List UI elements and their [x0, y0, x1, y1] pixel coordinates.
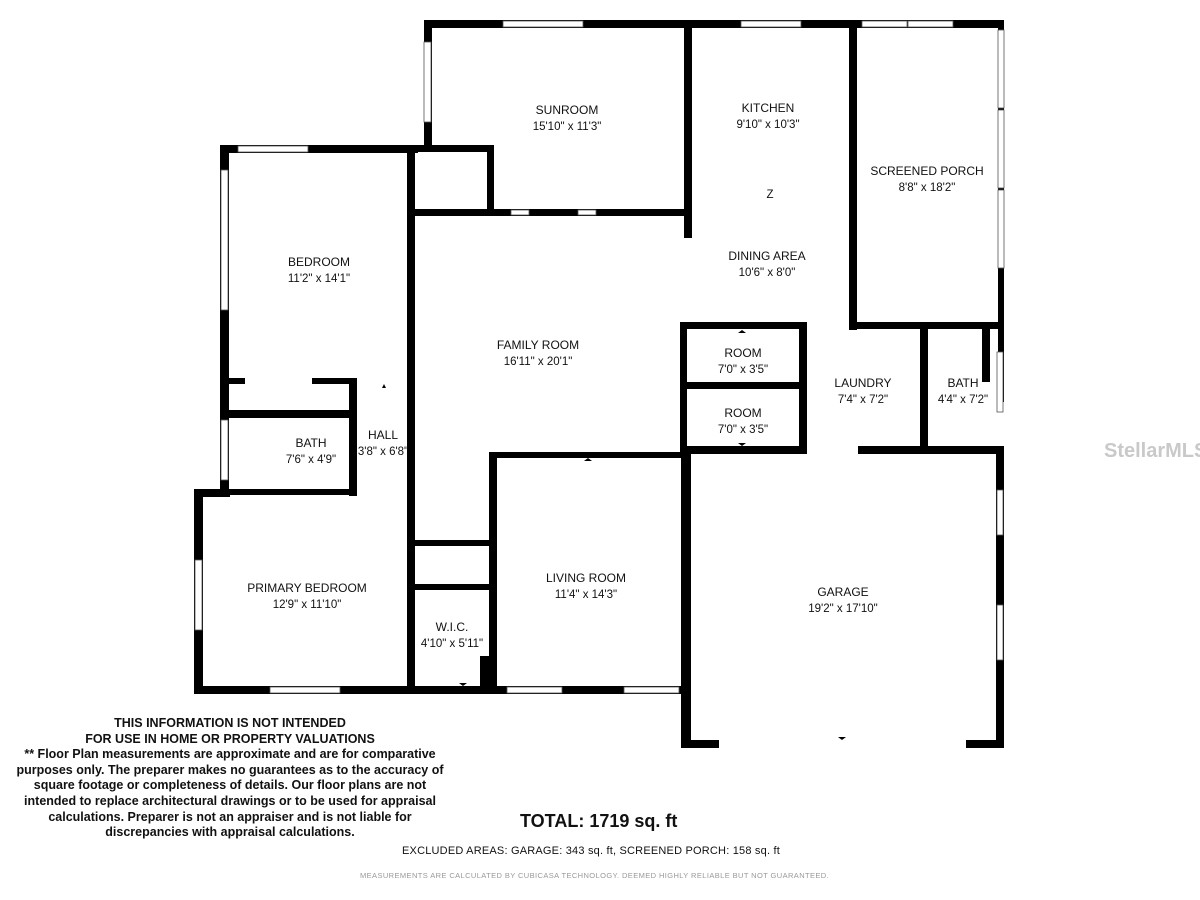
- room-name: KITCHEN: [742, 101, 795, 115]
- room-family-room: FAMILY ROOM 16'11" x 20'1": [497, 338, 579, 368]
- room-name: LIVING ROOM: [546, 571, 626, 585]
- room-dims: 19'2" x 17'10": [808, 603, 877, 615]
- kitchen-mark: Z: [766, 189, 773, 201]
- room-name: BEDROOM: [288, 255, 350, 269]
- room-name: W.I.C.: [436, 620, 469, 634]
- room-dims: 7'4" x 7'2": [838, 394, 888, 406]
- windows: [194, 20, 1005, 694]
- room-laundry: LAUNDRY 7'4" x 7'2": [834, 376, 891, 406]
- excluded-areas: EXCLUDED AREAS: GARAGE: 343 sq. ft, SCRE…: [402, 845, 780, 857]
- room-dims: 15'10" x 11'3": [533, 121, 602, 133]
- disclaimer: THIS INFORMATION IS NOT INTENDED FOR USE…: [14, 716, 446, 841]
- disclaimer-body: ** Floor Plan measurements are approxima…: [16, 747, 444, 840]
- room-dims: 11'4" x 14'3": [555, 589, 617, 601]
- room-name: PRIMARY BEDROOM: [247, 581, 367, 595]
- room-name: GARAGE: [817, 585, 868, 599]
- room-dims: 16'11" x 20'1": [504, 356, 573, 368]
- room-dims: 9'10" x 10'3": [736, 119, 799, 131]
- room-name: ROOM: [724, 346, 761, 360]
- door-ticks: [286, 322, 846, 740]
- room-dims: 8'8" x 18'2": [899, 182, 956, 194]
- room-dims: 11'2" x 14'1": [288, 273, 350, 285]
- room-hall: HALL 3'8" x 6'8": [358, 428, 408, 458]
- room-dims: 3'8" x 6'8": [358, 446, 408, 458]
- room-living-room: LIVING ROOM 11'4" x 14'3": [546, 571, 626, 601]
- room-screened-porch: SCREENED PORCH 8'8" x 18'2": [870, 164, 983, 194]
- room-kitchen: KITCHEN 9'10" x 10'3" Z: [736, 101, 799, 201]
- room-dims: 12'9" x 11'10": [273, 599, 342, 611]
- room-name: DINING AREA: [728, 249, 805, 263]
- disclaimer-line-2: FOR USE IN HOME OR PROPERTY VALUATIONS: [85, 731, 375, 746]
- fine-print: MEASUREMENTS ARE CALCULATED BY CUBICASA …: [360, 871, 830, 880]
- room-name: BATH: [947, 376, 978, 390]
- watermark: StellarMLS: [1104, 440, 1200, 462]
- room-bedroom: BEDROOM 11'2" x 14'1": [288, 255, 350, 285]
- room-garage: GARAGE 19'2" x 17'10": [808, 585, 877, 615]
- room-name: HALL: [368, 428, 398, 442]
- room-sunroom: SUNROOM 15'10" x 11'3": [533, 103, 602, 133]
- room-name: LAUNDRY: [834, 376, 891, 390]
- room-wic: W.I.C. 4'10" x 5'11": [421, 620, 483, 650]
- room-lower: ROOM 7'0" x 3'5": [718, 406, 768, 436]
- room-dims: 7'0" x 3'5": [718, 424, 768, 436]
- room-name: SUNROOM: [536, 103, 599, 117]
- room-name: ROOM: [724, 406, 761, 420]
- room-dims: 4'10" x 5'11": [421, 638, 483, 650]
- room-name: FAMILY ROOM: [497, 338, 579, 352]
- total-area: TOTAL: 1719 sq. ft: [520, 811, 678, 831]
- room-primary-bedroom: PRIMARY BEDROOM 12'9" x 11'10": [247, 581, 367, 611]
- room-upper: ROOM 7'0" x 3'5": [718, 346, 768, 376]
- room-name: BATH: [295, 436, 326, 450]
- room-dims: 7'0" x 3'5": [718, 364, 768, 376]
- room-bath-left: BATH 7'6" x 4'9": [286, 436, 336, 466]
- room-dims: 4'4" x 7'2": [938, 394, 988, 406]
- walls: [194, 20, 1004, 748]
- room-name: SCREENED PORCH: [870, 164, 983, 178]
- disclaimer-line-1: THIS INFORMATION IS NOT INTENDED: [114, 716, 346, 730]
- room-dims: 10'6" x 8'0": [739, 267, 796, 279]
- room-bath-small: BATH 4'4" x 7'2": [938, 376, 988, 406]
- room-dims: 7'6" x 4'9": [286, 454, 336, 466]
- room-dining-area: DINING AREA 10'6" x 8'0": [728, 249, 805, 279]
